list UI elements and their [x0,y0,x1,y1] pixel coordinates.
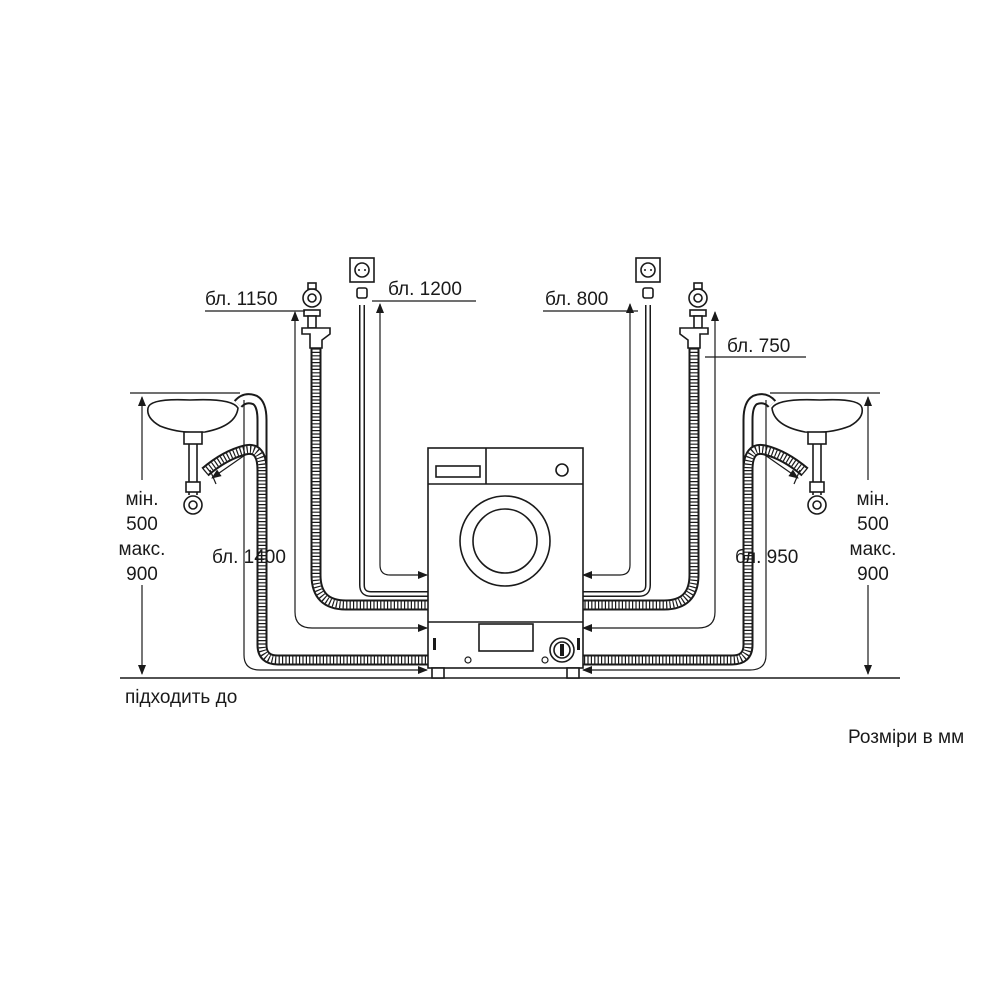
washing-machine [427,447,584,679]
svg-text:500: 500 [126,514,158,535]
svg-text:мін.: мін. [856,489,889,510]
display-panel [435,465,481,478]
svg-text:мін.: мін. [125,489,158,510]
right-height-range: мін. 500 макс. 900 [850,489,897,585]
svg-text:900: 900 [857,564,889,585]
right-drain-distance: бл. 950 [735,547,798,568]
left-height-range: мін. 500 макс. 900 [119,489,166,585]
svg-text:макс.: макс. [119,539,166,560]
svg-text:500: 500 [857,514,889,535]
fits-note: підходить до [125,687,237,708]
right-connections [582,258,880,674]
left-connections [130,258,428,674]
right-socket-distance: бл. 800 [545,289,608,310]
power-button-icon [555,463,569,477]
units-note: Розміри в мм [848,727,964,748]
right-tap-distance: бл. 750 [727,336,790,357]
svg-text:макс.: макс. [850,539,897,560]
left-socket-distance: бл. 1200 [388,279,462,300]
left-tap-distance: бл. 1150 [205,289,278,310]
left-drain-distance: бл. 1400 [212,547,286,568]
svg-text:900: 900 [126,564,158,585]
